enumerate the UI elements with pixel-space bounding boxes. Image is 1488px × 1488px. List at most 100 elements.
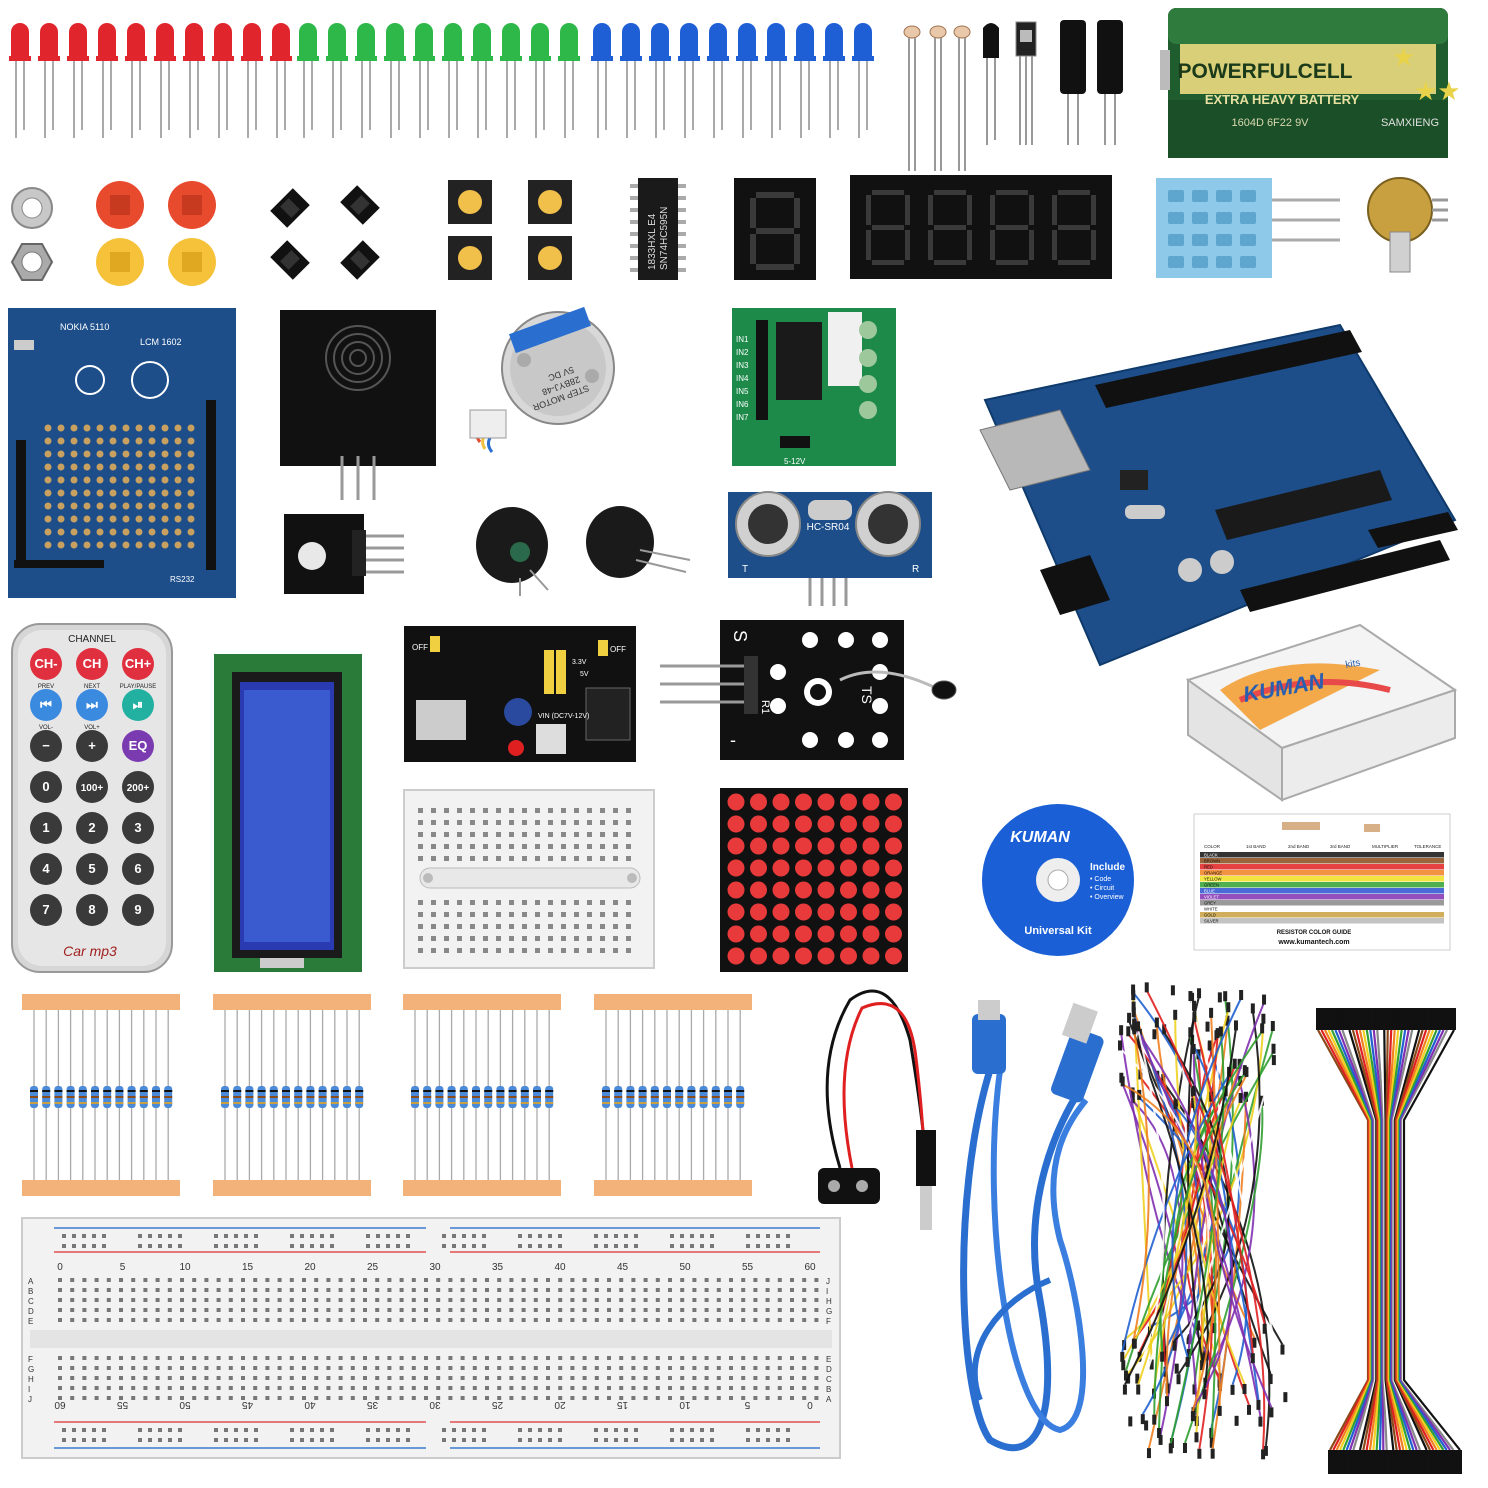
matrix-led [885, 859, 902, 877]
ultrasonic-pin-t: T [742, 564, 748, 575]
touch-sensor [280, 310, 436, 500]
remote-sublabel: VOL+ [84, 725, 100, 731]
resistor-pack [213, 994, 371, 1196]
remote-button[interactable]: CH [76, 648, 108, 680]
remote-button[interactable]: ⏯ [122, 689, 154, 721]
battery-clip [818, 989, 936, 1230]
matrix-led [885, 947, 902, 965]
remote-button[interactable]: 7 [30, 894, 62, 926]
remote-button-label: 9 [134, 902, 141, 917]
led [270, 23, 292, 138]
remote-button[interactable]: 6 [122, 853, 154, 885]
cd-include-2: • Circuit [1090, 885, 1114, 892]
temp-s-label: S [730, 630, 750, 642]
remote-button-label: CH [83, 656, 102, 671]
remote-button-label: 3 [134, 820, 141, 835]
breadboard-column-number: 20 [304, 1262, 316, 1273]
driver-input-label: IN3 [736, 361, 749, 370]
remote-button[interactable]: − [30, 730, 62, 762]
led [326, 23, 348, 138]
matrix-led [772, 793, 790, 811]
box-sub: kits [1345, 658, 1362, 671]
rgb-led-module [284, 514, 404, 594]
resistor-pack [22, 994, 180, 1196]
remote-button[interactable]: CH- [30, 648, 62, 680]
power-supply-module: OFF OFF 3.3V 5V VIN (DC7V-12V) [404, 626, 636, 762]
guide-header: 2nd BAND [1288, 844, 1310, 849]
remote-button[interactable]: 5 [76, 853, 108, 885]
remote-button[interactable]: 2 [76, 812, 108, 844]
remote-button[interactable]: 200+ [122, 771, 154, 803]
breadboard-row-letter: F [826, 1317, 831, 1326]
matrix-led [750, 903, 767, 921]
remote-button[interactable]: 0 [30, 771, 62, 803]
led [38, 23, 60, 138]
stepper-motor: STEP MOTOR 28BYJ-48 5V DC [469, 306, 615, 453]
chip-line2: SN74HC595N [659, 207, 670, 270]
matrix-led [862, 881, 880, 899]
remote-button[interactable]: 100+ [76, 771, 108, 803]
driver-input-label: IN6 [736, 400, 749, 409]
lcd-1602 [214, 654, 362, 972]
matrix-led [772, 925, 790, 943]
remote-button[interactable]: 3 [122, 812, 154, 844]
remote-button[interactable]: + [76, 730, 108, 762]
guide-color-name: ORANGE [1204, 871, 1222, 876]
matrix-led [772, 859, 790, 877]
breadboard-row-letter: I [826, 1287, 828, 1296]
remote-channel-label: CHANNEL [68, 634, 116, 645]
matrix-led [727, 859, 745, 877]
remote-button[interactable]: 4 [30, 853, 62, 885]
breadboard-row-letter: J [826, 1277, 830, 1286]
breadboard-row-letter: A [28, 1277, 34, 1286]
cd-include-3: • Overview [1090, 894, 1125, 901]
resistor-pack [403, 994, 561, 1196]
matrix-led [727, 947, 745, 965]
matrix-led [840, 793, 857, 811]
power-5v: 5V [580, 671, 589, 678]
matrix-led [772, 903, 790, 921]
remote-button-label: 100+ [81, 783, 104, 794]
breadboard-column-number: 5 [120, 1262, 126, 1273]
digit [866, 190, 910, 265]
remote-button-label: 8 [88, 902, 95, 917]
tact-switches [448, 180, 572, 280]
remote-button[interactable]: 8 [76, 894, 108, 926]
breadboard-row-letter: H [28, 1375, 34, 1384]
driver-input-label: IN1 [736, 335, 749, 344]
jumper-caps [270, 185, 380, 280]
temp-ts-label: TS [859, 686, 875, 704]
guide-color-name: WHITE [1204, 907, 1218, 912]
matrix-led [817, 881, 835, 899]
matrix-led [727, 903, 745, 921]
remote-button[interactable]: CH+ [122, 648, 154, 680]
remote-button[interactable]: EQ [122, 730, 154, 762]
tilt-switches [1060, 20, 1123, 145]
led [125, 23, 147, 138]
remote-button[interactable]: ⏮ [30, 689, 62, 721]
remote-button[interactable]: 1 [30, 812, 62, 844]
led [794, 23, 816, 138]
ultrasonic-model: HC-SR04 [807, 522, 850, 533]
resistor-packs [22, 994, 752, 1196]
guide-color-name: GREY [1204, 901, 1216, 906]
temp-r1-label: R1 [759, 700, 771, 714]
breadboard-row-letter: D [28, 1307, 34, 1316]
guide-title: RESISTOR COLOR GUIDE [1277, 930, 1352, 936]
remote-button[interactable]: 9 [122, 894, 154, 926]
led [355, 23, 377, 138]
breadboard-row-letter: G [826, 1307, 832, 1316]
ultrasonic-sensor: HC-SR04 T R [728, 491, 932, 606]
remote-button[interactable]: ⏭ [76, 689, 108, 721]
matrix-led [795, 815, 812, 833]
remote-button-label: 0 [42, 779, 49, 794]
guide-color-name: YELLOW [1204, 877, 1222, 882]
buzzers [476, 506, 691, 596]
guide-header: 1st BAND [1246, 844, 1267, 849]
led [529, 23, 551, 138]
breadboard-row-letter: C [826, 1375, 832, 1384]
matrix-led [862, 815, 880, 833]
breadboard-column-number: 5 [744, 1399, 750, 1410]
matrix-led [795, 881, 812, 899]
